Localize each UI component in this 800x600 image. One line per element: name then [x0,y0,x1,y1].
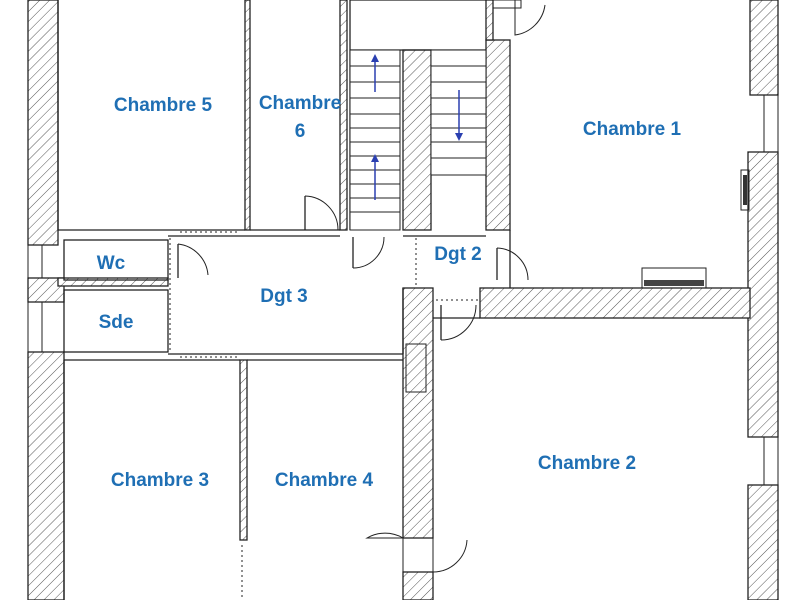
label-chambre-4: Chambre 4 [275,470,374,491]
radiators [641,169,750,289]
staircase [349,49,487,231]
left-wall-lower [27,351,65,600]
sde-box [63,289,169,353]
wc-box [63,239,169,281]
door-chambre2 [440,304,477,341]
left-window-wc [27,244,43,279]
wall-stairs-ch1-top [485,0,494,41]
wall-stairs-center [402,49,432,231]
label-chambre-2: Chambre 2 [538,453,636,474]
radiator-chambre1-wall [740,169,750,211]
label-wc: Wc [97,253,126,274]
door-dgt2-right [496,247,529,281]
label-chambre-3: Chambre 3 [111,470,209,491]
door-chambre1-top [492,0,546,36]
stair-arrowhead-up-2 [371,154,379,162]
closet-chambre2 [405,343,427,393]
stair-arrowhead-up-1 [371,54,379,62]
right-window-upper [763,94,779,153]
wall-ch6-stairs [339,0,348,231]
left-wall-upper [27,0,59,246]
interior-walls [57,0,751,600]
room-labels: Chambre 5 Chambre 6 Chambre 1 Wc Dgt 2 D… [97,93,682,491]
wall-ch3-ch4 [239,359,248,541]
label-chambre-6-line1: Chambre [259,93,341,114]
door-wc [177,243,209,278]
right-wall-upper [749,0,779,96]
right-wall-lower [747,484,779,600]
exterior-walls [27,0,779,600]
label-chambre-1: Chambre 1 [583,119,682,140]
left-window-sde [27,301,43,353]
label-sde: Sde [99,312,134,333]
wall-ch1-ch2 [479,287,751,319]
doors [177,0,546,573]
wall-ch5-ch6 [244,0,251,231]
openings [169,231,478,598]
wall-dgt2-ch2 [402,287,434,539]
door-chambre2-bottom [365,532,468,573]
radiator-chambre1-floor [641,267,707,289]
right-wall-mid [747,151,779,438]
wall-wc-sde [57,277,169,287]
label-dgt-3: Dgt 3 [260,286,308,307]
door-stair-landing [352,236,385,269]
label-chambre-5: Chambre 5 [114,95,213,116]
right-window-lower [763,436,779,486]
label-chambre-6-line2: 6 [295,121,306,142]
label-dgt-2: Dgt 2 [434,244,482,265]
stair-arrowhead-down [455,133,463,141]
wall-dgt2-ch2-bottom [402,571,434,600]
wall-stairs-ch1-upper [485,39,511,231]
door-chambre6 [304,195,339,231]
